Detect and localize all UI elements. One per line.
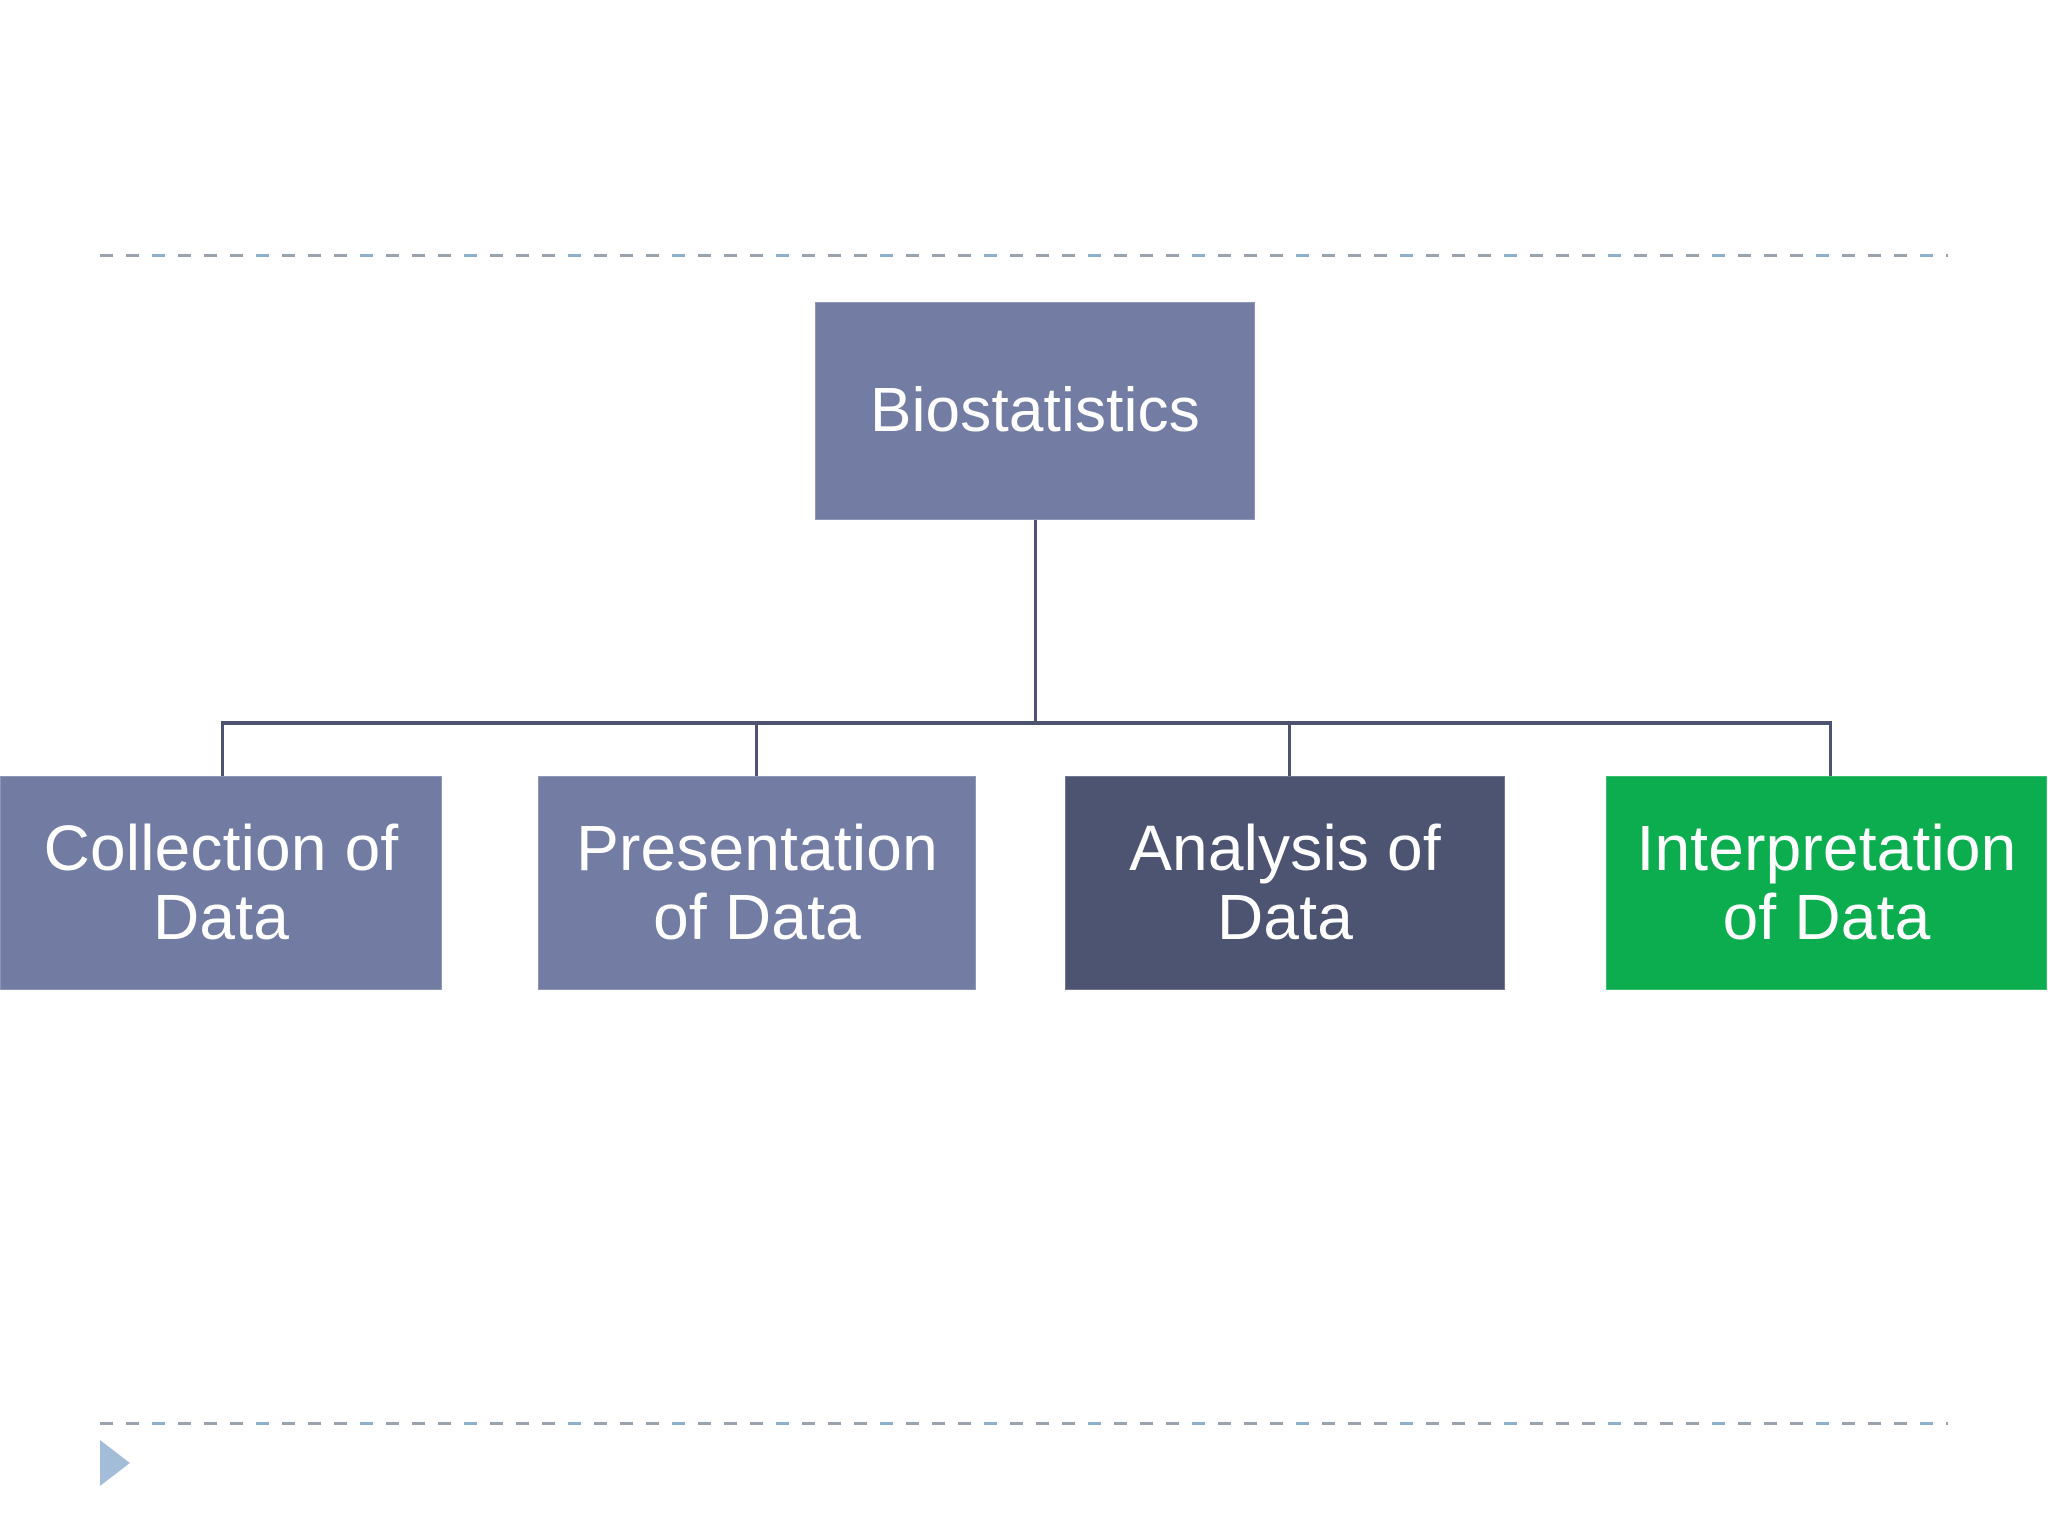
node-analysis-of-data[interactable]: Analysis of Data	[1065, 776, 1505, 990]
node-presentation-of-data[interactable]: Presentation of Data	[538, 776, 976, 990]
play-triangle-icon	[100, 1440, 130, 1486]
connector-drop-1	[221, 723, 224, 777]
connector-horizontal-bus	[221, 721, 1832, 725]
connector-drop-2	[755, 723, 758, 777]
node-collection-of-data[interactable]: Collection of Data	[0, 776, 442, 990]
node-root-biostatistics[interactable]: Biostatistics	[815, 302, 1255, 520]
connector-drop-4	[1829, 723, 1832, 777]
node-presentation-of-data-label: Presentation of Data	[576, 811, 938, 953]
node-analysis-of-data-label: Analysis of Data	[1129, 811, 1441, 953]
node-collection-of-data-label: Collection of Data	[43, 811, 399, 953]
node-interpretation-of-data-label: Interpretation of Data	[1636, 811, 2017, 953]
connector-drop-3	[1288, 723, 1291, 777]
bottom-dashed-rule	[100, 1422, 1948, 1425]
top-dashed-rule	[100, 254, 1948, 257]
connector-trunk	[1034, 520, 1037, 723]
node-root-label: Biostatistics	[870, 375, 1200, 445]
node-interpretation-of-data[interactable]: Interpretation of Data	[1606, 776, 2047, 990]
